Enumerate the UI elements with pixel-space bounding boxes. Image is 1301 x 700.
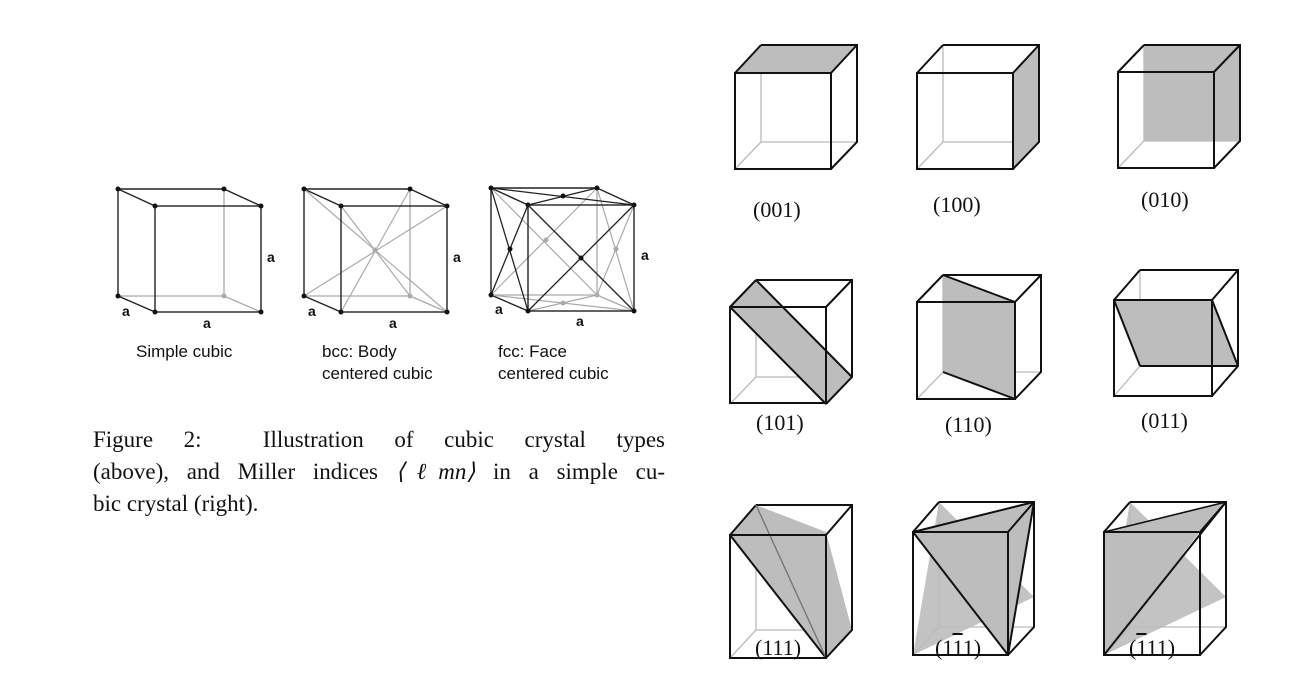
miller-label-bar1-1-1: (111) bbox=[1129, 635, 1176, 660]
edge-label-a: a bbox=[203, 315, 211, 331]
edge-label-a: a bbox=[576, 313, 584, 329]
plane-bar1-1-1-cube bbox=[1103, 501, 1227, 656]
crystal-types-figure: a a a a a a bbox=[115, 185, 649, 331]
caption-line: centered cubic bbox=[322, 364, 433, 383]
plane-010-cube bbox=[1117, 44, 1241, 169]
plane-001-cube bbox=[734, 44, 858, 170]
fcc-diagram bbox=[488, 185, 637, 314]
caption-line-2: (above), and Miller indices ⟨ℓmn⟩ in a s… bbox=[93, 456, 665, 488]
miller-notation: ⟨ℓmn⟩ bbox=[395, 459, 476, 484]
bcc-caption: bcc: Body centered cubic bbox=[322, 341, 433, 385]
plane-101-cube bbox=[729, 279, 853, 405]
miller-label-110: (110) bbox=[945, 412, 992, 437]
simple-cubic-diagram bbox=[115, 186, 264, 315]
miller-label-001: (001) bbox=[753, 197, 801, 222]
simple-cubic-caption: Simple cubic bbox=[136, 341, 232, 363]
caption-line: centered cubic bbox=[498, 364, 609, 383]
caption-line-1: Figure 2: Illustration of cubic crystal … bbox=[93, 424, 665, 456]
plane-100-cube bbox=[916, 44, 1040, 170]
miller-label-101: (101) bbox=[756, 410, 804, 435]
miller-label-111: (111) bbox=[755, 635, 802, 660]
edge-label-a: a bbox=[495, 301, 503, 317]
plane-1-bar1-1-cube bbox=[912, 501, 1035, 656]
edge-label-a: a bbox=[389, 315, 397, 331]
fcc-caption: fcc: Face centered cubic bbox=[498, 341, 609, 385]
caption-line: bcc: Body bbox=[322, 342, 397, 361]
edge-label-a: a bbox=[308, 303, 316, 319]
miller-label-1-bar1-1: (111) bbox=[935, 635, 982, 660]
miller-label-011: (011) bbox=[1141, 408, 1188, 433]
edge-label-a: a bbox=[122, 303, 130, 319]
caption-line: fcc: Face bbox=[498, 342, 567, 361]
edge-label-a: a bbox=[267, 249, 275, 265]
miller-label-100: (100) bbox=[933, 192, 981, 217]
figure-caption: Figure 2: Illustration of cubic crystal … bbox=[93, 424, 665, 520]
caption-text: (above), and Miller indices bbox=[93, 459, 396, 484]
edge-label-a: a bbox=[641, 247, 649, 263]
miller-label-010: (010) bbox=[1141, 187, 1189, 212]
edge-label-a: a bbox=[453, 249, 461, 265]
plane-110-cube bbox=[916, 274, 1042, 400]
caption-line: Simple cubic bbox=[136, 342, 233, 361]
plane-011-cube bbox=[1113, 269, 1239, 397]
caption-line-3: bic crystal (right). bbox=[93, 491, 259, 516]
caption-text: Illustration of cubic crystal types bbox=[262, 427, 665, 452]
figure-number: Figure 2: bbox=[93, 427, 202, 452]
plane-111-cube bbox=[729, 504, 853, 659]
bcc-diagram bbox=[301, 186, 450, 315]
caption-text: in a simple cu- bbox=[475, 459, 665, 484]
